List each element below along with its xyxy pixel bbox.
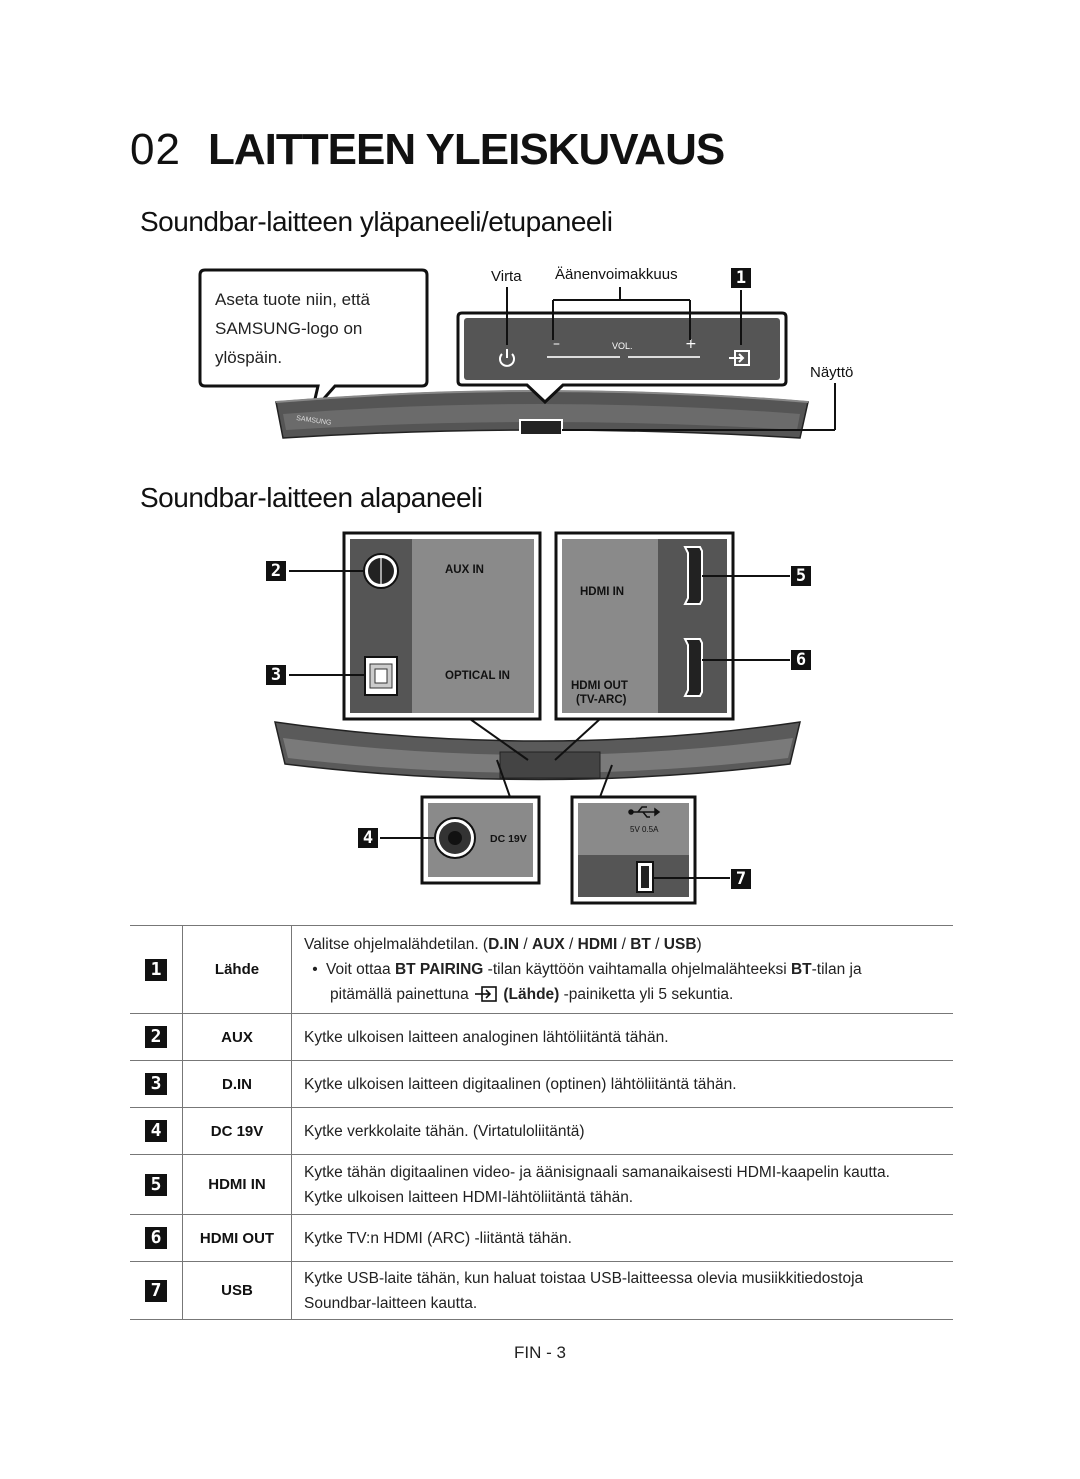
svg-text:DC 19V: DC 19V: [490, 833, 527, 845]
row1-line1: Valitse ohjelmalähdetilan. (D.IN / AUX /…: [304, 936, 702, 953]
usb-port: [636, 861, 654, 893]
row1-line2: •Voit ottaa BT PAIRING -tilan käyttöön v…: [312, 961, 862, 978]
row-desc: Kytke tähän digitaalinen video- ja äänis…: [304, 1163, 890, 1206]
svg-text:HDMI OUT: HDMI OUT: [571, 680, 628, 692]
svg-text:AUX IN: AUX IN: [445, 564, 484, 576]
brand-logo: SAMSUNG: [296, 415, 332, 427]
row-desc: Kytke TV:n HDMI (ARC) -liitäntä tähän.: [304, 1229, 572, 1247]
row-name: Lähde: [183, 926, 292, 1013]
table-row: 3 D.IN Kytke ulkoisen laitteen digitaali…: [130, 1061, 953, 1108]
badge-1: 1: [731, 268, 751, 288]
row-name: USB: [183, 1262, 292, 1319]
row-desc: Kytke verkkolaite tähän. (Virtatuloliitä…: [304, 1122, 585, 1140]
row-name: D.IN: [183, 1061, 292, 1107]
aux-port: [363, 553, 399, 589]
svg-text:(TV-ARC): (TV-ARC): [576, 694, 627, 706]
table-row: 5 HDMI IN Kytke tähän digitaalinen video…: [130, 1155, 953, 1215]
vol-minus: –: [553, 336, 560, 352]
label-volume: Äänenvoimakkuus: [555, 266, 678, 283]
row-badge: 4: [145, 1120, 167, 1142]
badge-2: 2: [266, 561, 286, 581]
row-name: AUX: [183, 1014, 292, 1060]
callout-text: Aseta tuote niin, että SAMSUNG-logo on y…: [215, 290, 370, 367]
usb-symbol-icon: [628, 806, 661, 818]
row-badge: 1: [145, 958, 167, 981]
row-badge: 6: [145, 1227, 167, 1249]
chapter-title: LAITTEEN YLEISKUVAUS: [208, 125, 725, 174]
chapter-number: 02: [130, 125, 181, 174]
row-desc: Kytke ulkoisen laitteen digitaalinen (op…: [304, 1075, 737, 1093]
source-icon: [475, 986, 497, 1002]
hdmi-in-port: [683, 546, 703, 605]
table-row: 6 HDMI OUT Kytke TV:n HDMI (ARC) -liitän…: [130, 1215, 953, 1262]
table-row: 1 Lähde Valitse ohjelmalähdetilan. (D.IN…: [130, 926, 953, 1014]
power-icon: [499, 349, 515, 367]
svg-text:5V 0.5A: 5V 0.5A: [630, 825, 659, 834]
badge-5: 5: [791, 566, 811, 586]
badge-4: 4: [358, 828, 378, 848]
row-badge: 2: [145, 1026, 167, 1048]
badge-7: 7: [731, 869, 751, 889]
row-name: HDMI IN: [183, 1155, 292, 1214]
row-desc: Kytke USB-laite tähän, kun haluat toista…: [304, 1269, 864, 1312]
section-title-bottom: Soundbar-laitteen alapaneeli: [140, 482, 483, 513]
optical-port: [364, 656, 398, 696]
label-display: Näyttö: [810, 364, 854, 381]
vol-text: VOL.: [612, 341, 633, 351]
badge-3: 3: [266, 665, 286, 685]
row-badge: 7: [145, 1279, 167, 1302]
badge-6: 6: [791, 650, 811, 670]
table-row: 2 AUX Kytke ulkoisen laitteen analoginen…: [130, 1014, 953, 1061]
row-badge: 3: [145, 1073, 167, 1095]
vol-plus: +: [685, 336, 697, 352]
row1-line3: pitämällä painettuna (Lähde) -painiketta…: [330, 986, 734, 1003]
feature-table: 1 Lähde Valitse ohjelmalähdetilan. (D.IN…: [130, 925, 953, 1320]
source-icon: [729, 350, 750, 366]
product-diagram: SAMSUNG – VOL. + AUX IN OPTICAL IN: [198, 268, 836, 905]
row-desc: Kytke ulkoisen laitteen analoginen lähtö…: [304, 1028, 669, 1046]
row-desc: Valitse ohjelmalähdetilan. (D.IN / AUX /…: [292, 926, 953, 1013]
table-row: 4 DC 19V Kytke verkkolaite tähän. (Virta…: [130, 1108, 953, 1155]
display-window: [519, 419, 563, 436]
section-title-top: Soundbar-laitteen yläpaneeli/etupaneeli: [140, 206, 613, 237]
label-power: Virta: [491, 268, 522, 285]
svg-text:OPTICAL IN: OPTICAL IN: [445, 670, 510, 682]
row-name: DC 19V: [183, 1108, 292, 1154]
row-name: HDMI OUT: [183, 1215, 292, 1261]
row-badge: 5: [145, 1173, 167, 1196]
table-row: 7 USB Kytke USB-laite tähän, kun haluat …: [130, 1262, 953, 1320]
hdmi-out-port: [683, 638, 703, 697]
svg-text:HDMI IN: HDMI IN: [580, 586, 624, 598]
page-number: FIN - 3: [514, 1343, 566, 1362]
dc-port: [434, 817, 476, 859]
